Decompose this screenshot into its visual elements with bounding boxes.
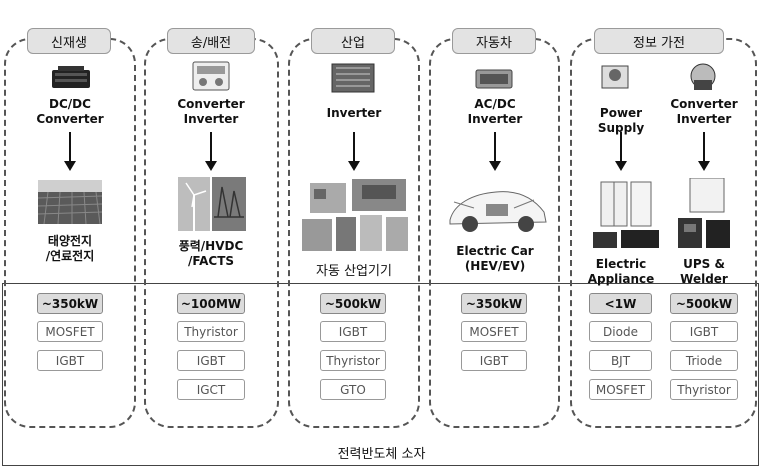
arrow-industry [348, 132, 360, 171]
column-title-it-appliance: 정보 가전 [594, 28, 724, 54]
rating-industry: ~500kW [320, 293, 386, 314]
component-thyristor: Thyristor [177, 321, 245, 342]
component-igbt: IGBT [320, 321, 386, 342]
column-title-automotive: 자동차 [452, 28, 536, 54]
power-supply-image [601, 65, 629, 89]
converter-inverter-appliance-image [690, 63, 716, 90]
footer-title: 전력반도체 소자 [337, 447, 426, 462]
device-label-converter-inverter-appliance: Converter Inverter [670, 97, 738, 126]
rating-transmission: ~100MW [177, 293, 245, 314]
component-mosfet: MOSFET [37, 321, 103, 342]
device-label-power-supply: Power Supply [597, 106, 645, 135]
inverter-image [331, 63, 375, 93]
home-appliance-image [593, 181, 659, 248]
component-gto: GTO [320, 379, 386, 400]
arrow-renewable [64, 132, 76, 171]
column-title-industry: 산업 [311, 28, 395, 54]
component-igbt: IGBT [670, 321, 738, 342]
device-label-converter-inverter: Converter Inverter [177, 97, 245, 126]
component-diode: Diode [589, 321, 652, 342]
application-label-solar-fuel-cell: 태양전지 /연료전지 [45, 234, 95, 263]
ups-welder-image [678, 178, 730, 248]
component-mosfet: MOSFET [461, 321, 527, 342]
component-thyristor: Thyristor [670, 379, 738, 400]
component-thyristor: Thyristor [320, 350, 386, 371]
component-igbt: IGBT [37, 350, 103, 371]
component-igbt: IGBT [177, 350, 245, 371]
device-label-dc-dc-converter: DC/DC Converter [36, 97, 104, 126]
arrow-power-supply [615, 132, 627, 171]
component-bjt: BJT [589, 350, 652, 371]
solar-panel-image [38, 180, 102, 224]
power-semiconductor-section [2, 283, 759, 466]
device-label-ac-dc-inverter: AC/DC Inverter [467, 97, 523, 126]
ac-dc-inverter-image [475, 69, 513, 89]
electric-car-image [449, 191, 547, 232]
application-label-ups-welder: UPS & Welder [680, 257, 728, 286]
arrow-transmission [205, 132, 217, 171]
rating-renewable: ~350kW [37, 293, 103, 314]
component-mosfet: MOSFET [589, 379, 652, 400]
application-label-electric-appliance: Electric Appliance [587, 257, 655, 286]
dc-dc-converter-image [52, 66, 90, 88]
component-triode: Triode [670, 350, 738, 371]
component-igct: IGCT [177, 379, 245, 400]
converter-inverter-image [192, 61, 230, 91]
arrow-automotive [489, 132, 501, 171]
column-title-transmission: 송/배전 [167, 28, 255, 54]
application-label-industrial-equipment: 자동 산업기기 [316, 264, 392, 279]
industrial-machine-image [302, 179, 408, 251]
column-title-renewable: 신재생 [27, 28, 111, 54]
wind-turbine-image [178, 177, 246, 231]
application-label-electric-car: Electric Car (HEV/EV) [456, 244, 534, 273]
arrow-converter-inverter-appliance [698, 132, 710, 171]
rating-automotive: ~350kW [461, 293, 527, 314]
application-label-wind-hvdc-facts: 풍력/HVDC /FACTS [178, 239, 244, 268]
component-igbt: IGBT [461, 350, 527, 371]
rating-power-supply: <1W [589, 293, 652, 314]
rating-converter-inverter-appliance: ~500kW [670, 293, 738, 314]
device-label-inverter: Inverter [326, 106, 382, 120]
